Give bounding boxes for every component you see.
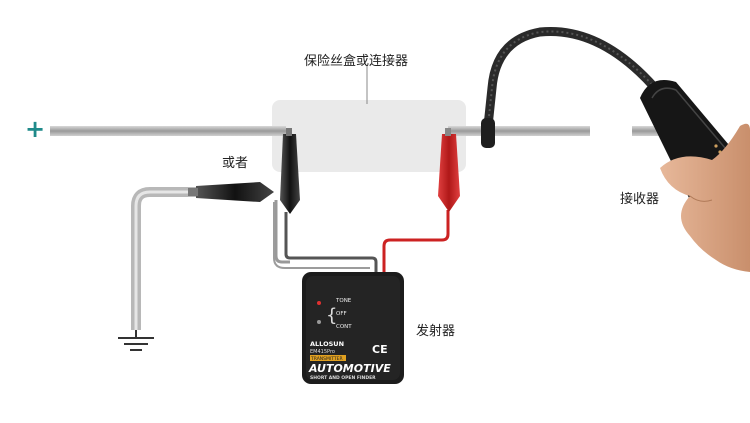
red-lead-wire [382, 210, 450, 272]
black-clip-ground [188, 182, 274, 202]
ground-symbol [118, 330, 154, 351]
main-wire-right [448, 126, 590, 136]
svg-text:{: { [326, 305, 337, 326]
device-tag: TRANSMITTER [310, 356, 343, 362]
black-clip-top [280, 128, 300, 214]
transmitter-device: { TONE OFF CONT ALLOSUN EM415Pro TRANSMI… [302, 272, 404, 384]
ce-mark: CE [372, 343, 388, 356]
black-lead-wire [284, 212, 378, 272]
device-brand: ALLOSUN [310, 340, 344, 348]
switch-label-off: OFF [336, 311, 347, 317]
positive-sign: + [25, 115, 46, 143]
main-wire-left [50, 126, 286, 136]
main-wire-far-right [632, 126, 672, 136]
fuse-box [272, 100, 466, 172]
fuse-box-label: 保险丝盒或连接器 [304, 54, 409, 69]
or-label: 或者 [222, 156, 249, 171]
transmitter-label: 发射器 [416, 324, 456, 339]
hand [660, 123, 750, 272]
device-model: EM415Pro [310, 349, 335, 355]
switch-label-cont: CONT [336, 324, 352, 330]
device-title: AUTOMOTIVE [308, 362, 391, 375]
receiver-gooseneck [483, 26, 660, 131]
receiver-label: 接收器 [620, 192, 660, 207]
red-clip [438, 128, 460, 212]
device-subtitle: SHORT AND OPEN FINDER [310, 375, 376, 381]
ground-wire [131, 187, 200, 330]
switch-label-tone: TONE [335, 298, 352, 304]
receiver-probe-tip [481, 118, 495, 148]
